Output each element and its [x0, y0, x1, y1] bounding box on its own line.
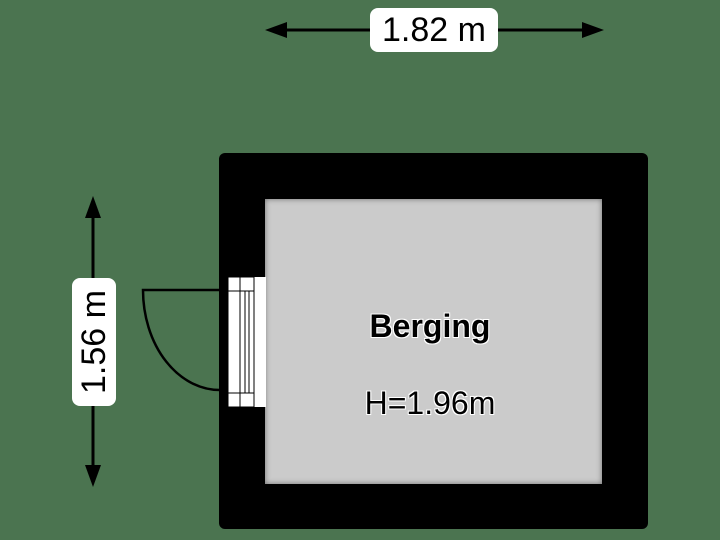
height-dimension-label: 1.56 m — [72, 278, 116, 406]
width-dimension-label: 1.82 m — [370, 8, 498, 52]
room-height-label: H=1.96m — [364, 385, 496, 421]
room-name-label: Berging — [369, 308, 491, 344]
room-floor-berging — [265, 199, 602, 484]
door-swing-arc — [141, 288, 223, 392]
door — [219, 276, 266, 408]
